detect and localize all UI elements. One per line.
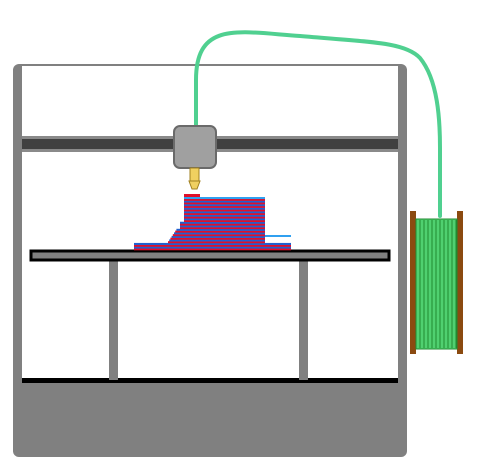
print-layer bbox=[184, 198, 265, 201]
extruder-head-icon bbox=[173, 125, 217, 169]
spool-flange-right bbox=[457, 211, 463, 354]
print-layer bbox=[180, 225, 265, 228]
print-layer bbox=[134, 242, 291, 245]
print-layer bbox=[184, 209, 265, 212]
print-layer bbox=[184, 207, 265, 210]
print-layer bbox=[175, 230, 265, 233]
bed-support-left bbox=[109, 258, 118, 380]
print-layer bbox=[172, 234, 265, 237]
spool-stripes bbox=[419, 220, 457, 348]
printed-object bbox=[134, 194, 291, 251]
print-layer bbox=[184, 205, 265, 208]
filament-line bbox=[194, 30, 442, 218]
print-bed bbox=[29, 249, 391, 262]
hotend-nozzle-icon bbox=[188, 167, 201, 190]
print-layer bbox=[180, 227, 265, 230]
print-layer bbox=[169, 239, 265, 242]
print-layer bbox=[134, 244, 291, 247]
bed-assembly bbox=[29, 249, 391, 380]
print-layer bbox=[184, 216, 265, 219]
base-top-edge bbox=[22, 378, 398, 383]
filament-spool-icon bbox=[410, 211, 463, 354]
print-bead bbox=[184, 194, 200, 197]
print-layer-edge bbox=[265, 235, 291, 237]
print-layer bbox=[184, 219, 265, 223]
print-layer bbox=[184, 214, 265, 217]
print-layer bbox=[134, 248, 291, 251]
print-layer bbox=[170, 237, 265, 240]
print-layer bbox=[134, 246, 291, 249]
print-layer bbox=[180, 221, 265, 224]
print-layer bbox=[184, 204, 265, 207]
spool-flange-left bbox=[410, 211, 416, 354]
print-layer bbox=[168, 241, 265, 244]
nozzle-barrel bbox=[189, 167, 200, 183]
bed-support-right bbox=[299, 258, 308, 380]
print-layer bbox=[184, 211, 265, 214]
print-layer bbox=[184, 212, 265, 215]
print-layer bbox=[174, 232, 265, 235]
print-layer bbox=[176, 228, 265, 231]
print-layer bbox=[184, 202, 265, 205]
nozzle-tip bbox=[188, 180, 201, 190]
print-head bbox=[173, 125, 217, 169]
print-layer bbox=[171, 235, 265, 238]
print-layer-edge bbox=[184, 197, 265, 199]
print-layer bbox=[184, 200, 265, 203]
print-layer bbox=[180, 223, 265, 226]
print-layer bbox=[184, 218, 265, 221]
